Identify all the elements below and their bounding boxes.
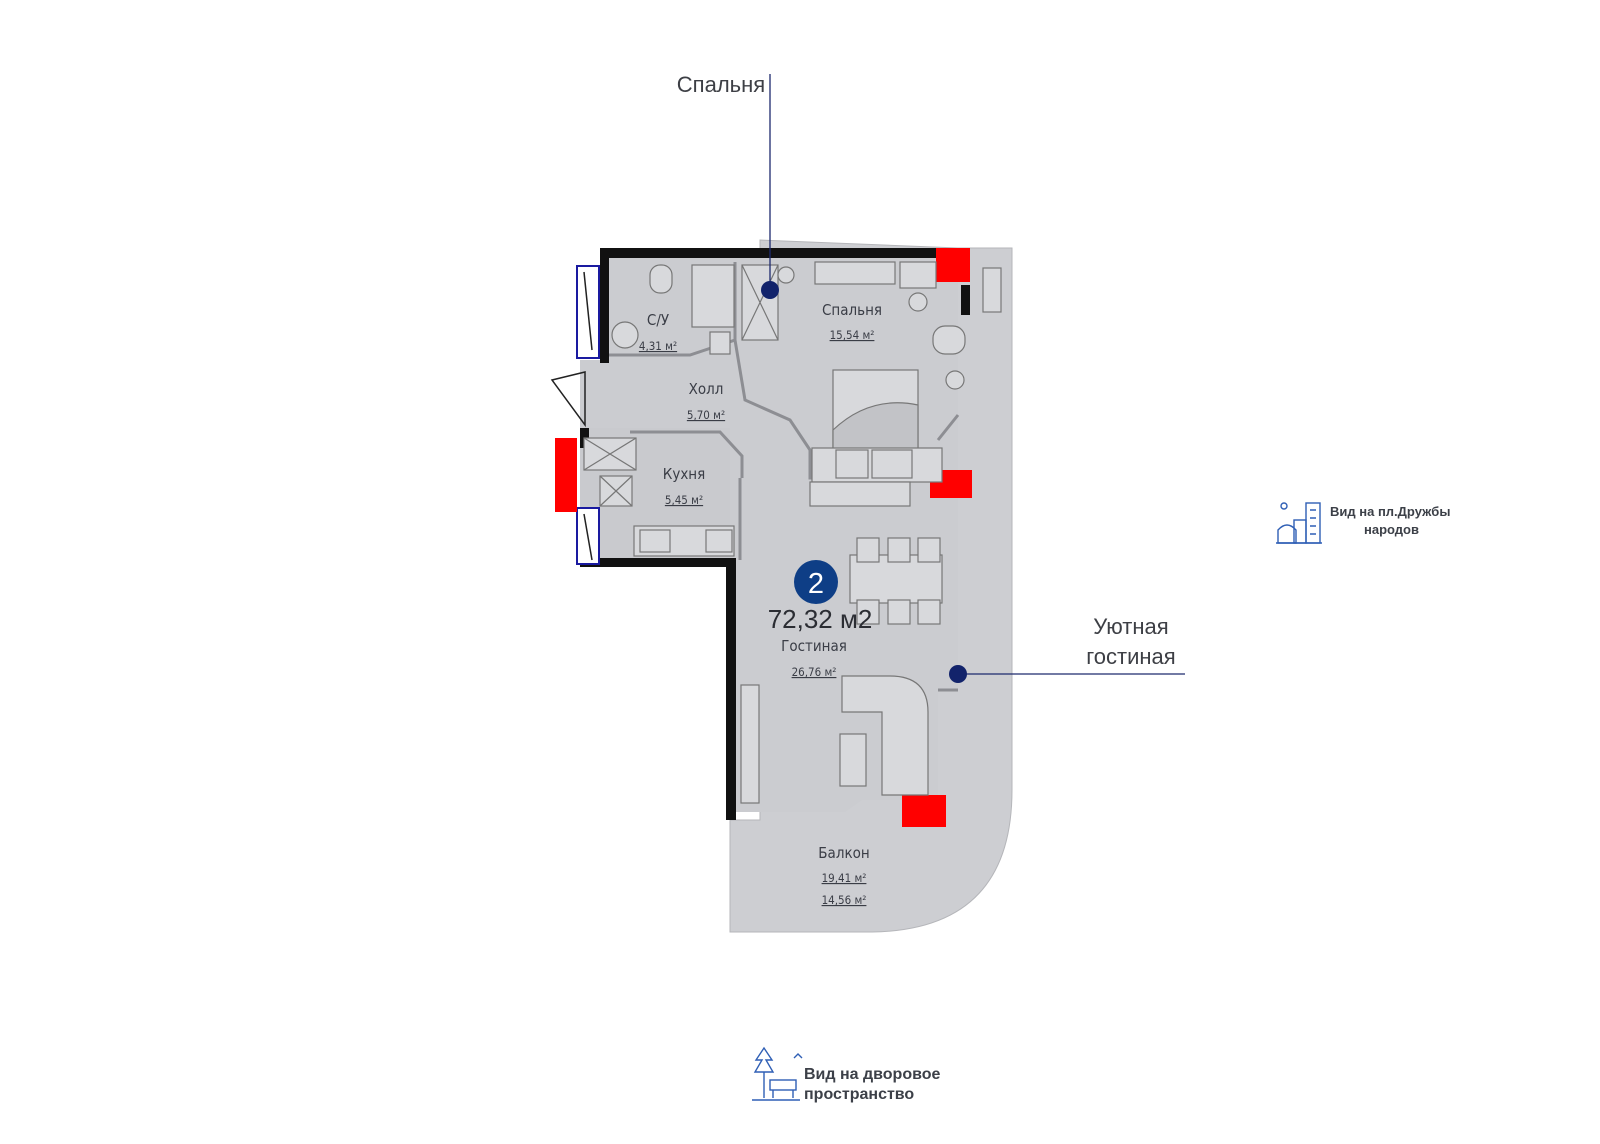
hall-area: 5,70 м² [687,408,725,422]
bedroom-callout-dot [761,281,779,299]
living-callout-label-2: гостиная [1086,644,1176,669]
hall-name: Холл [689,380,724,398]
yard-view-label-1: Вид на дворовое [804,1066,941,1083]
bathroom-name: С/У [647,311,669,329]
room-count-badge [794,560,838,604]
bedroom-area: 15,54 м² [830,328,875,342]
total-area: 72,32 м2 [768,604,873,634]
yard-view-label-2: пространство [804,1086,915,1103]
square-view-label-2: народов [1364,522,1419,537]
balcony-name: Балкон [818,844,869,862]
city-buildings-icon [1276,502,1322,544]
balcony-area-1: 19,41 м² [822,871,867,885]
bedroom-name: Спальня [822,301,882,319]
bathroom-area: 4,31 м² [639,339,677,353]
living-callout-dot [949,665,967,683]
square-view-label-1: Вид на пл.Дружбы [1330,504,1451,519]
yard-tree-bench-icon [752,1046,803,1101]
bedroom-callout-label: Спальня [676,72,766,97]
kitchen-name: Кухня [663,465,706,483]
kitchen-area: 5,45 м² [665,493,703,507]
window-markers [555,248,972,827]
bedroom-fixtures [741,261,1002,507]
room-count: 2 [808,568,824,600]
living-callout-label-1: Уютная [1093,614,1169,639]
bathroom-fixtures [611,264,735,355]
kitchen-fixtures [583,437,735,557]
living-name: Гостиная [781,637,847,655]
balcony-area-2: 14,56 м² [822,893,867,907]
living-area: 26,76 м² [792,665,837,679]
living-fixtures [740,537,943,804]
